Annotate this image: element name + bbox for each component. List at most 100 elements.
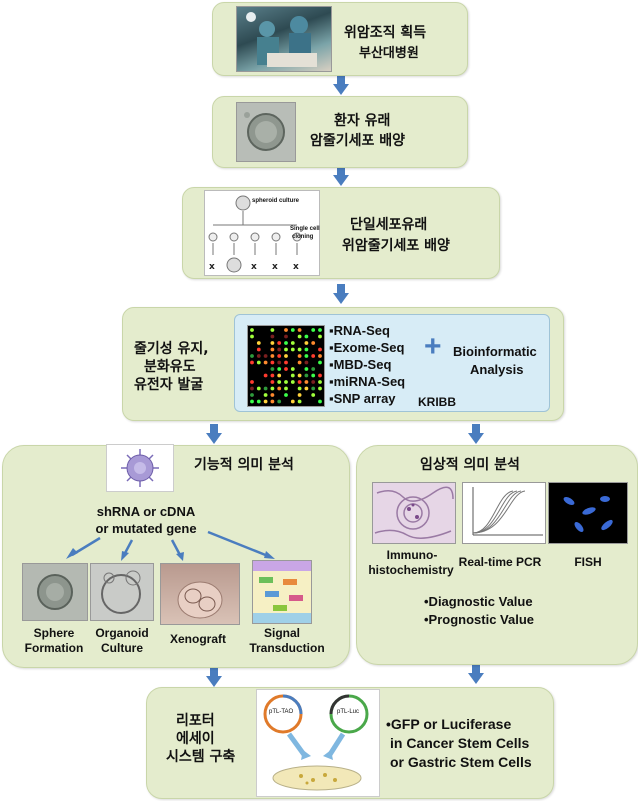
seq-list: ▪RNA-Seq ▪Exome-Seq ▪MBD-Seq ▪miRNA-Seq … xyxy=(329,322,405,407)
microarray-spot xyxy=(311,393,316,397)
microarray-spot xyxy=(277,347,282,352)
microarray-spot xyxy=(311,354,316,358)
microarray-spot xyxy=(297,328,302,332)
svg-text:x: x xyxy=(251,262,257,272)
assay-sphere-l1: Sphere xyxy=(33,626,75,640)
reporter-line3: or Gastric Stem Cells xyxy=(390,754,532,770)
microarray-spot xyxy=(284,367,288,371)
microarray-spot xyxy=(304,386,309,391)
fish-image xyxy=(548,482,628,544)
microarray-spot xyxy=(270,328,275,332)
pcr-graph-image xyxy=(462,482,546,544)
seq-item: ▪SNP array xyxy=(329,391,396,406)
microarray-spot xyxy=(297,347,302,352)
arrow-step4-clinical xyxy=(468,424,484,444)
signal-transduction-image xyxy=(252,560,312,624)
assay-organoid-l2: Culture xyxy=(101,641,143,655)
microarray-spot xyxy=(263,386,268,391)
xenograft-image xyxy=(160,563,240,625)
surgery-photo xyxy=(236,6,332,72)
sphere-photo-1 xyxy=(236,102,296,162)
reporter-title1: 리포터 xyxy=(176,713,215,729)
step1-line1: 위암조직 획득 xyxy=(344,25,427,41)
seq-item: ▪Exome-Seq xyxy=(329,340,405,355)
microarray-spot xyxy=(318,386,322,391)
microarray-spot xyxy=(297,360,302,365)
microarray-spot xyxy=(297,354,302,358)
microarray-spot xyxy=(270,393,275,397)
microarray-spot xyxy=(304,334,309,339)
assay-xenograft-l1: Xenograft xyxy=(169,632,226,646)
functional-title: 기능적 의미 분석 xyxy=(194,457,294,473)
gene-label-2: or mutated gene xyxy=(95,521,197,536)
assay-organoid-l1: Organoid xyxy=(95,626,149,640)
microarray-spot xyxy=(270,360,275,365)
microarray-spot xyxy=(284,380,288,384)
seq-item: ▪miRNA-Seq xyxy=(329,374,406,389)
microarray-spot xyxy=(297,393,302,397)
microarray-spot xyxy=(277,399,282,404)
microarray-spot xyxy=(304,354,309,358)
fig-spheroid-label: spheroid culture xyxy=(252,198,300,204)
microarray-spot xyxy=(263,373,268,378)
microarray-spot xyxy=(284,360,288,365)
microarray-spot xyxy=(297,380,302,384)
microarray-spot xyxy=(290,328,295,332)
microarray-spot xyxy=(311,380,316,384)
microarray-spot xyxy=(297,399,302,404)
microarray-spot xyxy=(304,360,309,365)
microarray-spot xyxy=(270,399,275,404)
microarray-spot xyxy=(263,399,268,404)
microarray-spot xyxy=(263,360,268,365)
step2-line2: 암줄기세포 배양 xyxy=(310,133,406,149)
virus-image xyxy=(106,444,174,492)
reporter-title3: 시스템 구축 xyxy=(166,749,236,765)
reporter-figure xyxy=(256,689,380,797)
microarray-spot xyxy=(256,354,261,358)
functional-box xyxy=(2,445,350,668)
bioinformatic-label-1: Bioinformatic xyxy=(453,344,537,359)
microarray-spot xyxy=(250,386,254,391)
step4-title2: 분화유도 xyxy=(144,359,196,375)
microarray-image xyxy=(247,325,325,407)
microarray-spot xyxy=(270,380,275,384)
microarray-spot xyxy=(250,380,254,384)
microarray-spot xyxy=(290,341,295,345)
microarray-spot xyxy=(256,341,261,345)
microarray-spot xyxy=(250,334,254,339)
microarray-spot xyxy=(290,347,295,352)
microarray-spot xyxy=(263,354,268,358)
microarray-spot xyxy=(318,328,322,332)
fig-single-label-1: Single cell xyxy=(290,226,320,232)
microarray-spot xyxy=(284,347,288,352)
microarray-spot xyxy=(304,380,309,384)
step1-line2: 부산대병원 xyxy=(359,46,419,61)
microarray-spot xyxy=(284,341,288,345)
microarray-spot xyxy=(284,354,288,358)
microarray-spot xyxy=(318,373,322,378)
svg-text:x: x xyxy=(293,262,299,272)
microarray-spot xyxy=(304,341,309,345)
gene-label-1: shRNA or cDNA xyxy=(96,504,196,519)
microarray-spot xyxy=(270,373,275,378)
microarray-spot xyxy=(284,386,288,391)
microarray-spot xyxy=(311,373,316,378)
microarray-spot xyxy=(277,380,282,384)
microarray-spot xyxy=(270,386,275,391)
microarray-spot xyxy=(250,354,254,358)
gene-arrows xyxy=(66,530,275,561)
microarray-spot xyxy=(311,386,316,391)
seq-item: ▪RNA-Seq xyxy=(329,323,390,338)
method-ihc-l1: Immuno- xyxy=(386,548,438,562)
kribb-label: KRIBB xyxy=(418,395,456,409)
microarray-spot xyxy=(318,334,322,339)
microarray-spot xyxy=(270,334,275,339)
arrow-clinical-reporter xyxy=(468,664,484,684)
microarray-spot xyxy=(250,360,254,365)
microarray-spot xyxy=(250,328,254,332)
microarray-spot xyxy=(250,393,254,397)
microarray-spot xyxy=(304,367,309,371)
microarray-spot xyxy=(256,399,261,404)
microarray-spot xyxy=(290,399,295,404)
plus-sign: + xyxy=(424,330,442,363)
